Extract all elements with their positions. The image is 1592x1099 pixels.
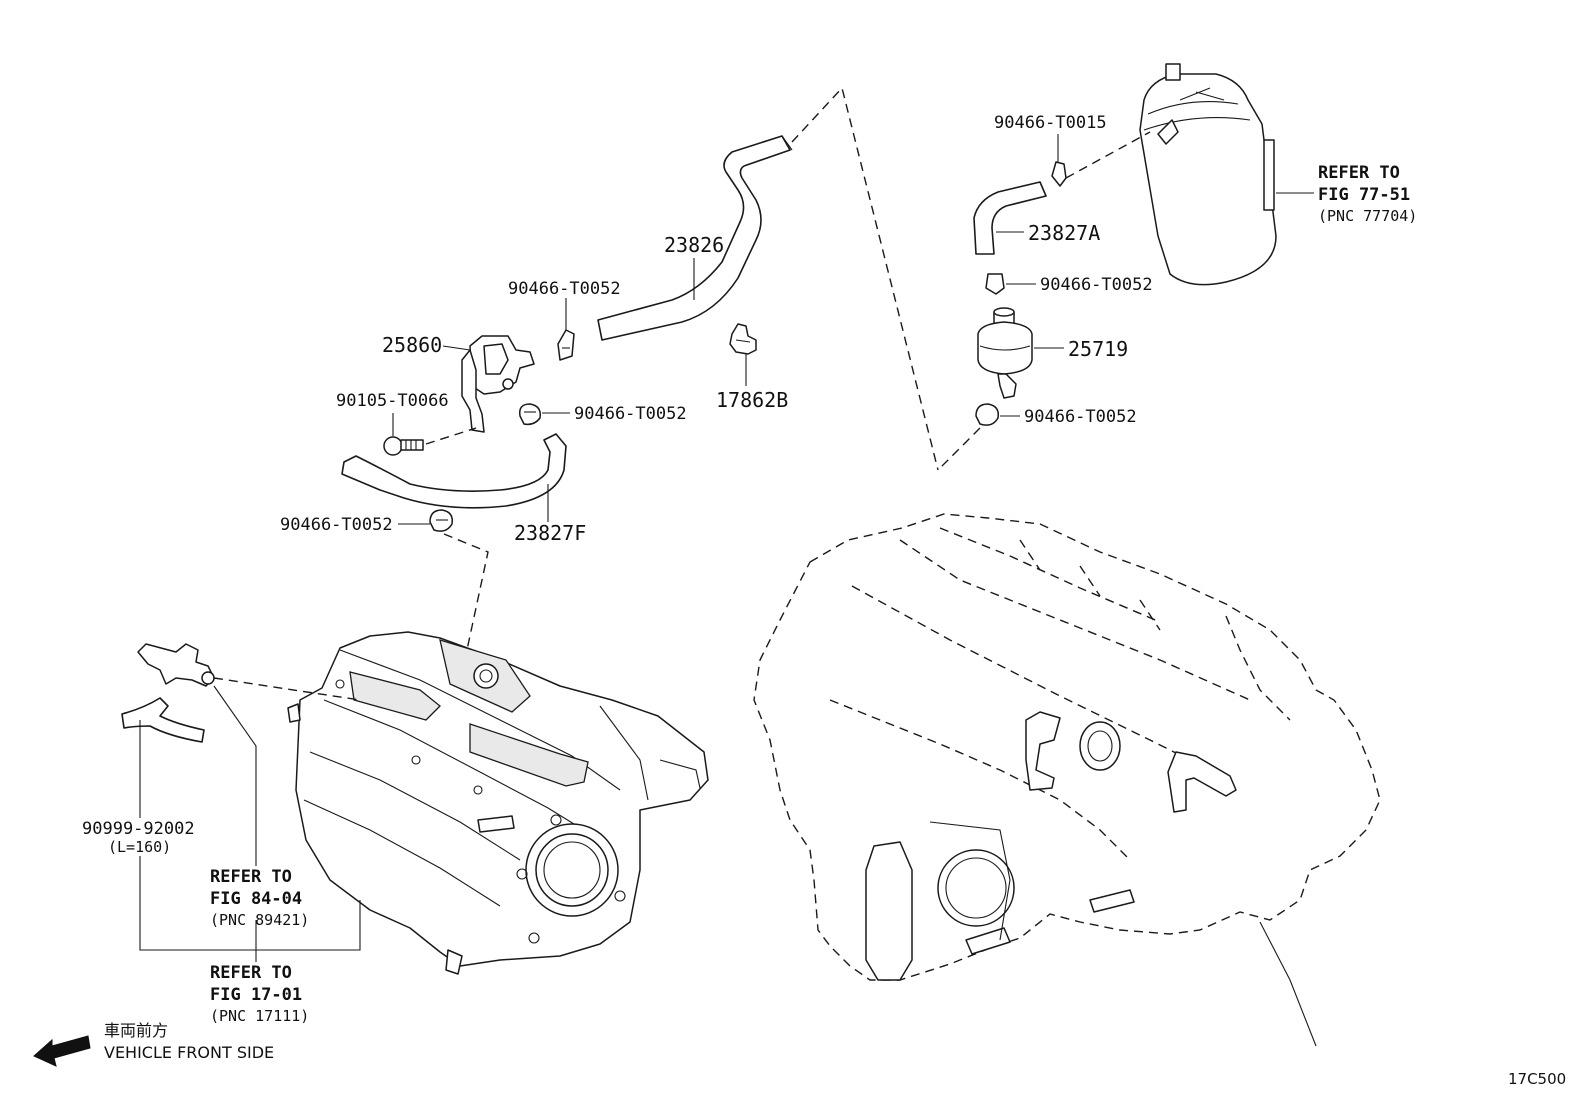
label-90466-t0052-c: 90466-T0052 bbox=[280, 515, 393, 535]
leader-sensor-dashed bbox=[213, 677, 361, 701]
clip-90466-t0052-a bbox=[557, 329, 575, 361]
arrow-left-icon bbox=[33, 1035, 91, 1067]
sensor-90999-92002 bbox=[121, 643, 215, 743]
front-side-english: VEHICLE FRONT SIDE bbox=[104, 1043, 274, 1062]
charcoal-canister bbox=[1139, 63, 1277, 286]
label-25719: 25719 bbox=[1068, 337, 1128, 361]
ref-fig84-line2: FIG 84-04 bbox=[210, 889, 302, 909]
label-23826: 23826 bbox=[664, 233, 724, 257]
label-90466-t0052-a: 90466-T0052 bbox=[508, 279, 621, 299]
label-17862b: 17862B bbox=[716, 388, 788, 412]
ref-fig17-line1: REFER TO bbox=[210, 963, 292, 983]
figure-code: 17C500 bbox=[1508, 1070, 1566, 1088]
bolt-90105-t0066 bbox=[383, 436, 424, 456]
leader-25860 bbox=[442, 345, 471, 351]
clamp-17862b bbox=[729, 323, 757, 355]
clip-90466-t0015 bbox=[1051, 161, 1067, 187]
ref-fig84-pnc: (PNC 89421) bbox=[210, 911, 309, 929]
leader-clip-e-dashed bbox=[937, 427, 981, 471]
label-90105-t0066: 90105-T0066 bbox=[336, 391, 449, 411]
label-90466-t0052-e: 90466-T0052 bbox=[1024, 407, 1137, 427]
clip-90466-t0052-d bbox=[985, 273, 1005, 295]
ref-fig17-pnc: (PNC 17111) bbox=[210, 1007, 309, 1025]
ref-fig77-line2: FIG 77-51 bbox=[1318, 185, 1410, 205]
leader-engine bbox=[1259, 921, 1317, 1047]
valve-25719 bbox=[977, 307, 1033, 399]
label-90999-length: (L=160) bbox=[108, 838, 171, 856]
clip-90466-t0052-c bbox=[429, 509, 454, 532]
clip-90466-t0052-b bbox=[518, 403, 542, 426]
ref-fig84-line1: REFER TO bbox=[210, 867, 292, 887]
ref-fig77-line1: REFER TO bbox=[1318, 163, 1400, 183]
engine-assembly-phantom bbox=[753, 513, 1381, 981]
leader-23826-dashed bbox=[791, 86, 939, 471]
leader-canister-dashed bbox=[1065, 131, 1151, 179]
label-90466-t0052-b: 90466-T0052 bbox=[574, 404, 687, 424]
hose-23826 bbox=[597, 135, 793, 341]
leader-90999-bracket bbox=[139, 856, 361, 951]
leader-84-04 bbox=[213, 685, 257, 866]
intake-manifold bbox=[287, 631, 709, 975]
label-90466-t0052-d: 90466-T0052 bbox=[1040, 275, 1153, 295]
hose-23827f bbox=[341, 433, 567, 509]
label-25860: 25860 bbox=[382, 333, 442, 357]
label-23827a: 23827A bbox=[1028, 221, 1100, 245]
label-23827f: 23827F bbox=[514, 521, 586, 545]
front-side-japanese: 車両前方 bbox=[104, 1021, 168, 1040]
vsv-25860 bbox=[461, 335, 535, 433]
ref-fig77-pnc: (PNC 77704) bbox=[1318, 207, 1417, 225]
leader-bolt-dashed bbox=[425, 427, 477, 445]
hose-23827a bbox=[973, 181, 1047, 255]
label-90466-t0015: 90466-T0015 bbox=[994, 113, 1107, 133]
clip-90466-t0052-e bbox=[975, 403, 1000, 426]
ref-fig17-line2: FIG 17-01 bbox=[210, 985, 302, 1005]
label-90999-92002: 90999-92002 bbox=[82, 819, 195, 839]
